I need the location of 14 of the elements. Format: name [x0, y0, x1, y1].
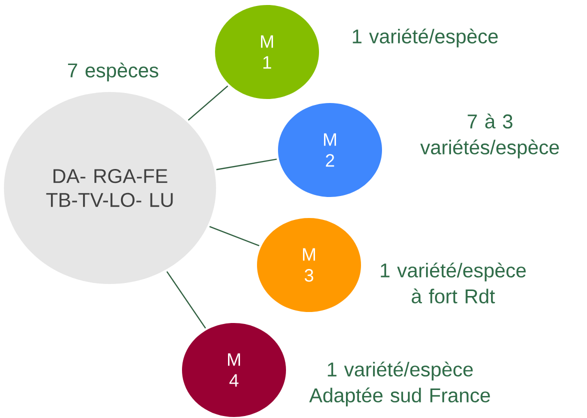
description-text: 1 variété/espèce à fort Rdt: [380, 262, 526, 304]
circle-node: M 2: [278, 103, 382, 197]
connector-line: [166, 271, 206, 328]
description-text: 7 à 3 variétés/espèce: [420, 114, 559, 158]
circle-node: M 1: [215, 5, 319, 99]
circle-node: M 3: [257, 218, 361, 312]
description-text: 1 variété/espèce: [352, 28, 498, 48]
connector-line: [216, 158, 277, 170]
connector-line: [188, 86, 228, 121]
description-text: 7 espèces: [68, 62, 158, 82]
circle-node: DA- RGA-FE TB-TV-LO- LU: [4, 92, 216, 284]
connector-line: [209, 226, 260, 246]
description-text: 1 variété/espèce Adaptée sud France: [309, 362, 490, 406]
circle-node: M 4: [182, 323, 286, 417]
